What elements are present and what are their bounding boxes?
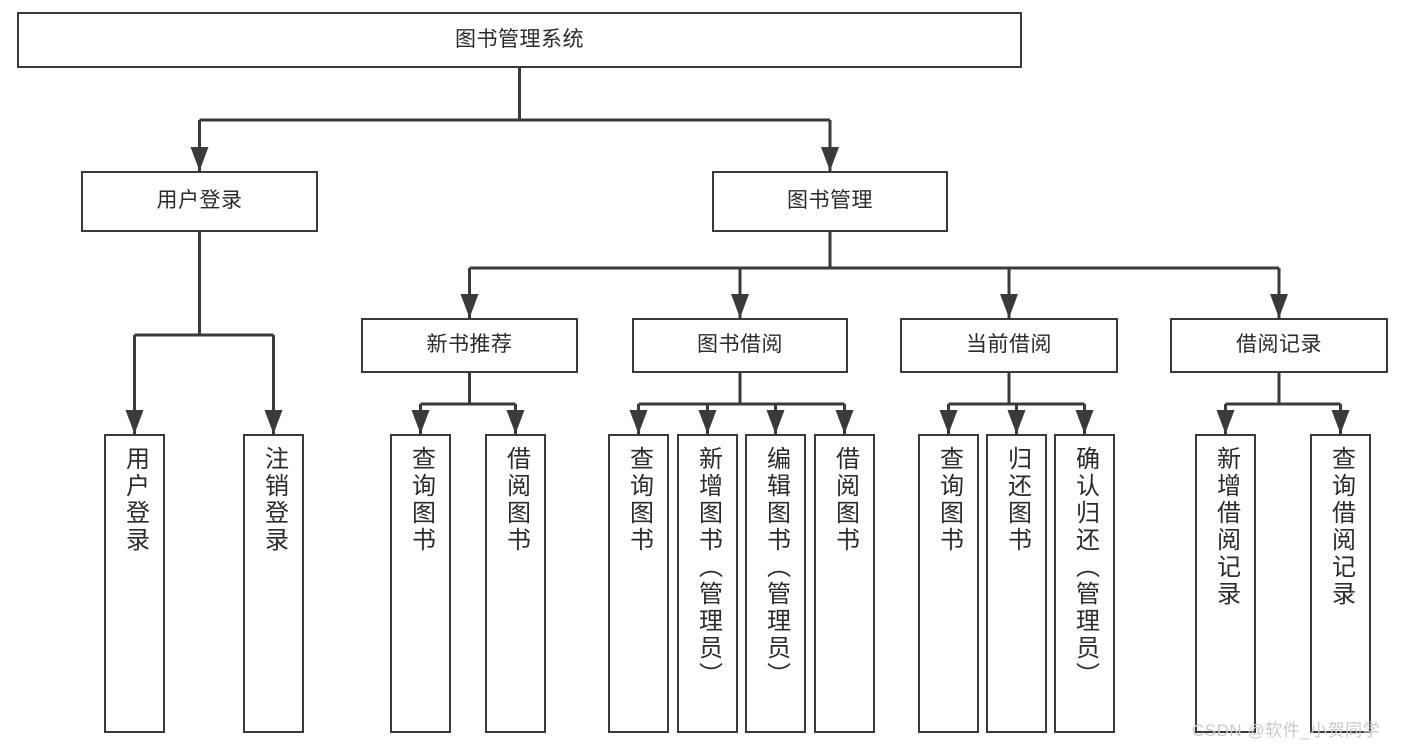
node-book-manage[interactable]: 图书管理 bbox=[712, 171, 948, 232]
node-label: 借阅图书 bbox=[502, 446, 530, 554]
node-user-login[interactable]: 用户登录 bbox=[81, 171, 318, 232]
node-leaf-borrow-book-2[interactable]: 借阅图书 bbox=[814, 434, 875, 733]
node-label: 查询借阅记录 bbox=[1327, 446, 1355, 608]
node-current-borrow[interactable]: 当前借阅 bbox=[900, 318, 1118, 373]
conn-new-book-rec-arrowhead-1 bbox=[506, 410, 525, 434]
node-label: 注销登录 bbox=[260, 446, 288, 554]
node-label: 用户登录 bbox=[156, 189, 243, 213]
node-leaf-edit-book[interactable]: 编辑图书（管理员） bbox=[745, 434, 806, 733]
node-borrow-record[interactable]: 借阅记录 bbox=[1170, 318, 1388, 373]
node-label: 当前借阅 bbox=[966, 333, 1052, 357]
node-new-book-rec[interactable]: 新书推荐 bbox=[361, 318, 578, 373]
conn-user-login-arrowhead-1 bbox=[264, 410, 283, 434]
node-label: 图书借阅 bbox=[697, 333, 783, 357]
node-label: 查询图书 bbox=[935, 446, 963, 554]
conn-book-borrow-arrowhead-1 bbox=[698, 410, 717, 434]
conn-book-manage-arrowhead-3 bbox=[1270, 294, 1288, 318]
conn-current-borrow-arrowhead-2 bbox=[1075, 410, 1094, 434]
conn-current-borrow-arrowhead-1 bbox=[1007, 410, 1026, 434]
node-label: 图书管理系统 bbox=[455, 27, 584, 51]
conn-new-book-rec-arrowhead-0 bbox=[411, 410, 430, 434]
node-label: 图书管理 bbox=[787, 189, 873, 213]
node-label: 新书推荐 bbox=[426, 333, 513, 357]
node-root[interactable]: 图书管理系统 bbox=[17, 12, 1022, 68]
watermark: CSDN @软件_小贺同学 bbox=[1192, 721, 1381, 740]
node-leaf-query-book-1[interactable]: 查询图书 bbox=[390, 434, 451, 733]
node-leaf-query-book-3[interactable]: 查询图书 bbox=[918, 434, 979, 733]
conn-user-login-arrowhead-0 bbox=[125, 410, 144, 434]
conn-borrow-record-arrowhead-0 bbox=[1216, 410, 1235, 434]
node-leaf-add-book[interactable]: 新增图书（管理员） bbox=[677, 434, 738, 733]
conn-book-borrow-arrowhead-2 bbox=[766, 410, 785, 434]
node-book-borrow[interactable]: 图书借阅 bbox=[632, 318, 848, 373]
node-label: 查询图书 bbox=[407, 446, 435, 554]
conn-current-borrow-arrowhead-0 bbox=[939, 410, 958, 434]
node-label: 借阅图书 bbox=[831, 446, 859, 554]
conn-book-manage-arrowhead-2 bbox=[1000, 294, 1018, 318]
node-leaf-logout[interactable]: 注销登录 bbox=[243, 434, 304, 733]
node-leaf-user-login[interactable]: 用户登录 bbox=[104, 434, 165, 733]
node-leaf-query-book-2[interactable]: 查询图书 bbox=[608, 434, 669, 733]
node-label: 查询图书 bbox=[625, 446, 653, 554]
node-leaf-return-book[interactable]: 归还图书 bbox=[986, 434, 1047, 733]
node-label: 归还图书 bbox=[1003, 446, 1031, 554]
node-leaf-borrow-book-1[interactable]: 借阅图书 bbox=[485, 434, 546, 733]
conn-borrow-record-arrowhead-1 bbox=[1331, 410, 1350, 434]
node-label: 确认归还（管理员） bbox=[1071, 446, 1099, 689]
node-label: 新增借阅记录 bbox=[1212, 446, 1240, 608]
conn-root-arrowhead-1 bbox=[821, 147, 839, 171]
node-leaf-confirm-return[interactable]: 确认归还（管理员） bbox=[1054, 434, 1115, 733]
node-label: 编辑图书（管理员） bbox=[762, 446, 790, 689]
conn-book-manage-arrowhead-0 bbox=[460, 294, 479, 318]
conn-book-borrow-arrowhead-0 bbox=[629, 410, 648, 434]
conn-book-manage-arrowhead-1 bbox=[731, 294, 749, 318]
node-label: 借阅记录 bbox=[1236, 333, 1322, 357]
conn-root-arrowhead-0 bbox=[190, 147, 209, 171]
node-leaf-query-record[interactable]: 查询借阅记录 bbox=[1310, 434, 1371, 733]
node-leaf-add-record[interactable]: 新增借阅记录 bbox=[1195, 434, 1256, 733]
node-label: 新增图书（管理员） bbox=[694, 446, 722, 689]
node-label: 用户登录 bbox=[121, 446, 149, 554]
conn-book-borrow-arrowhead-3 bbox=[835, 410, 854, 434]
